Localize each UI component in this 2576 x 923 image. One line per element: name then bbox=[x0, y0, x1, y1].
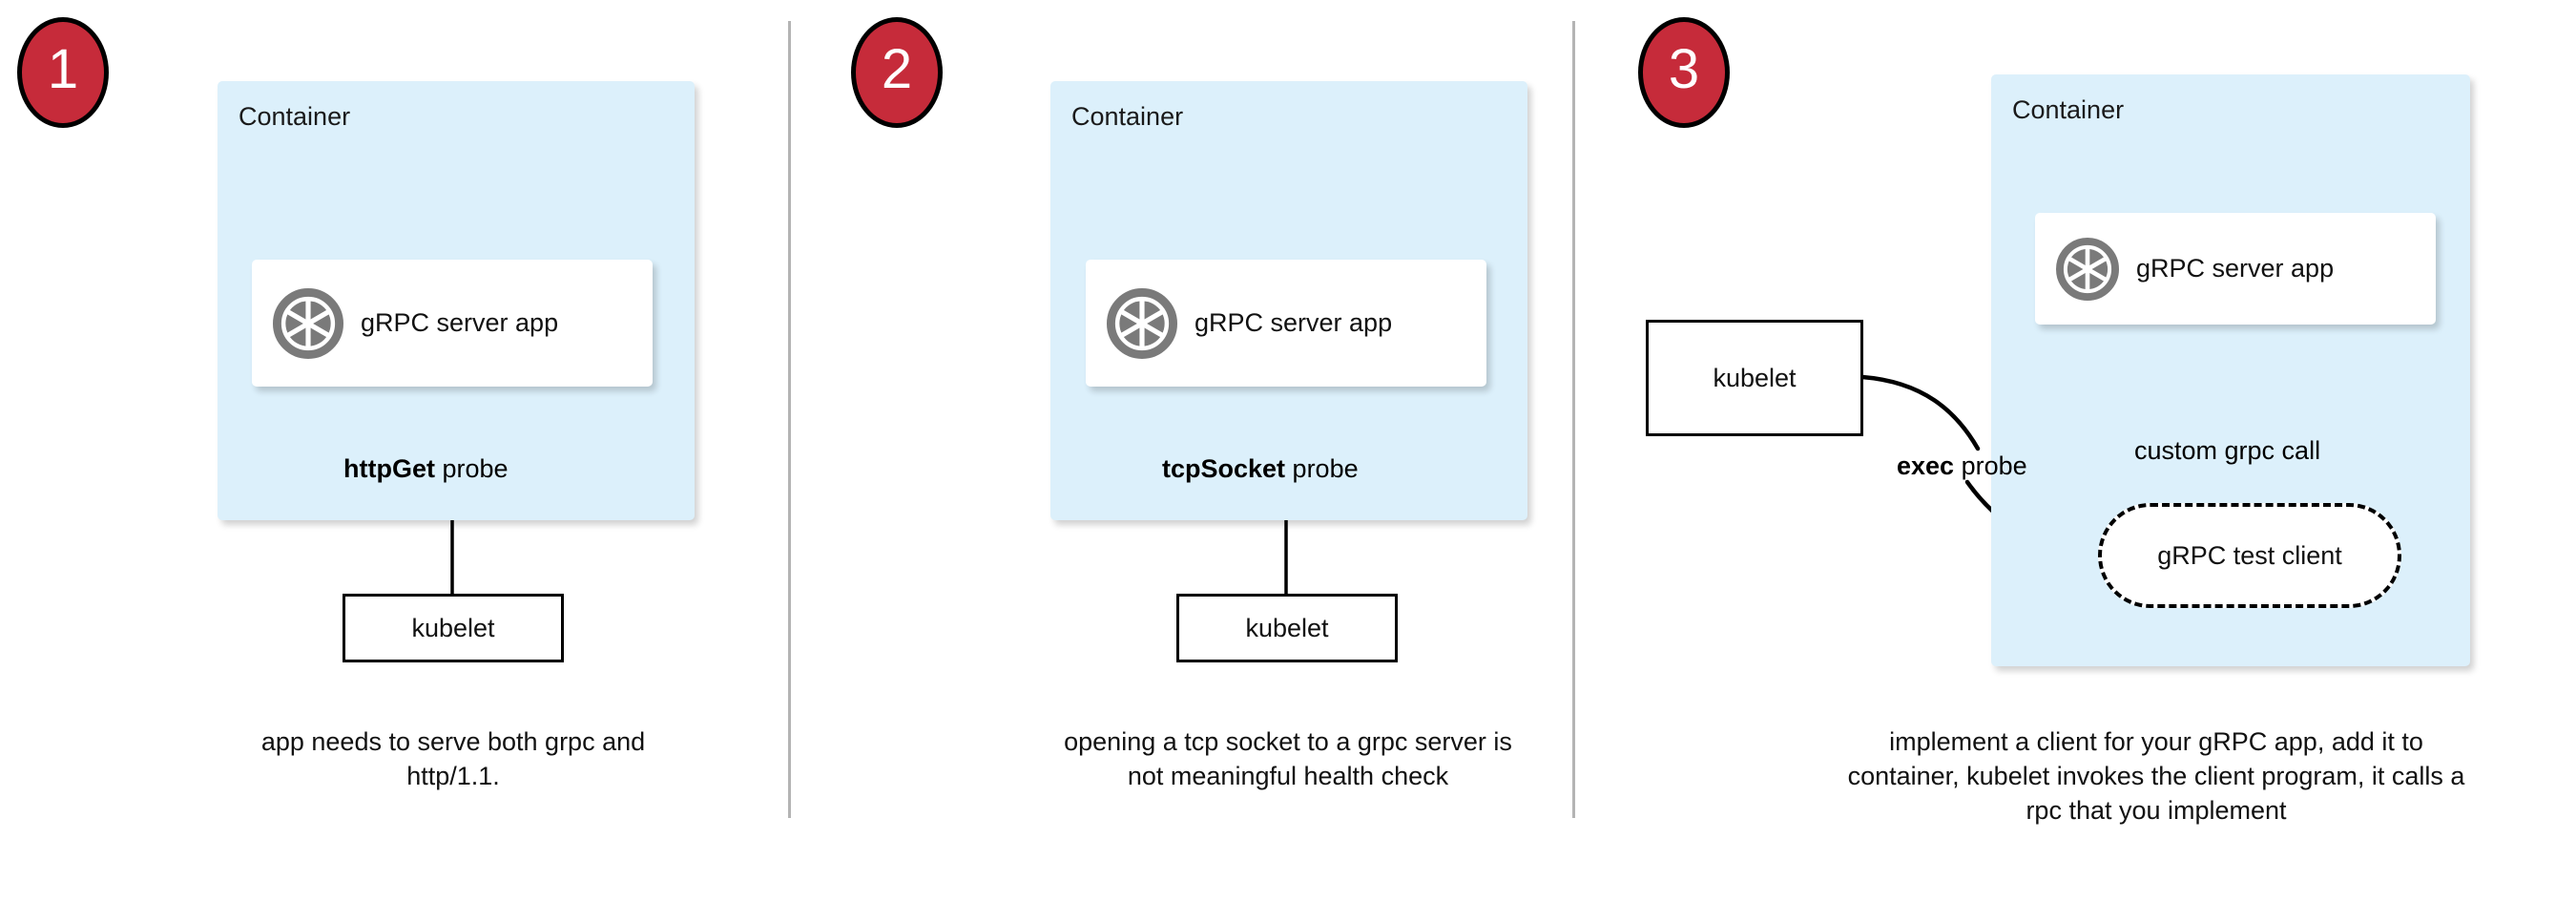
grpc-server-app-label-2: gRPC server app bbox=[1195, 308, 1393, 337]
probe-label-3-suffix: probe bbox=[1954, 451, 2027, 480]
grpc-server-app-label-1: gRPC server app bbox=[361, 308, 559, 337]
probe-label-1-suffix: probe bbox=[434, 454, 509, 483]
panel-caption-2: opening a tcp socket to a grpc server is… bbox=[1064, 727, 1512, 790]
probe-label-2-suffix: probe bbox=[1285, 454, 1359, 483]
kubelet-box-3: kubelet bbox=[1646, 320, 1863, 436]
step-badge-1: 1 bbox=[17, 17, 109, 128]
grpc-test-client-label: gRPC test client bbox=[2157, 540, 2342, 570]
kubelet-label-2: kubelet bbox=[1245, 613, 1329, 642]
probe-label-3: exec probe bbox=[1897, 453, 2027, 479]
kubelet-label-3: kubelet bbox=[1713, 363, 1797, 392]
grpc-server-app-card-3: gRPC server app bbox=[2035, 213, 2436, 325]
kubelet-box-2: kubelet bbox=[1176, 594, 1398, 662]
step-badge-3-number: 3 bbox=[1668, 38, 1700, 100]
kubelet-box-1: kubelet bbox=[343, 594, 564, 662]
step-badge-1-number: 1 bbox=[47, 38, 79, 100]
step-badge-3: 3 bbox=[1638, 17, 1730, 128]
grpc-server-app-label-3: gRPC server app bbox=[2136, 254, 2335, 283]
probe-label-1-kind: httpGet bbox=[343, 454, 435, 483]
step-badge-2-number: 2 bbox=[881, 38, 913, 100]
panel-caption-3: implement a client for your gRPC app, ad… bbox=[1847, 727, 2465, 825]
container-label-2: Container bbox=[1071, 102, 1184, 131]
grpc-aperture-icon bbox=[1107, 287, 1177, 359]
custom-grpc-call-label: custom grpc call bbox=[2134, 436, 2321, 465]
probe-label-3-kind: exec bbox=[1897, 451, 1955, 480]
panel-caption-1: app needs to serve both grpc and http/1.… bbox=[260, 727, 646, 790]
probe-label-2-kind: tcpSocket bbox=[1162, 454, 1286, 483]
grpc-aperture-icon bbox=[273, 287, 343, 359]
panel-divider-2 bbox=[1572, 21, 1575, 818]
grpc-test-client-box: gRPC test client bbox=[2098, 503, 2401, 608]
grpc-server-app-card-2: gRPC server app bbox=[1086, 260, 1486, 387]
probe-label-1: httpGet probe bbox=[343, 456, 509, 482]
grpc-aperture-icon bbox=[2056, 237, 2119, 301]
grpc-server-app-card-1: gRPC server app bbox=[252, 260, 653, 387]
step-badge-2: 2 bbox=[851, 17, 943, 128]
container-label-3: Container bbox=[2012, 95, 2125, 124]
panel-divider-1 bbox=[788, 21, 791, 818]
container-label-1: Container bbox=[239, 102, 351, 131]
kubelet-label-1: kubelet bbox=[411, 613, 495, 642]
probe-label-2: tcpSocket probe bbox=[1162, 456, 1359, 482]
